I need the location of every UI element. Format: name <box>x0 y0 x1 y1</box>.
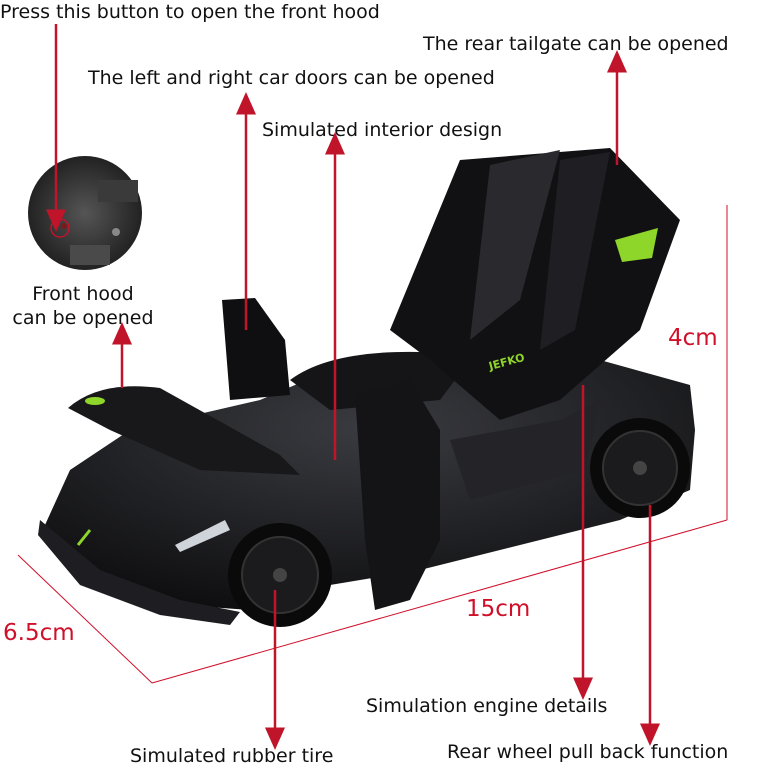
dimension-width: 6.5cm <box>3 620 75 646</box>
label-front-hood-line2: can be opened <box>12 307 154 329</box>
annotation-arrows <box>46 24 660 750</box>
label-interior: Simulated interior design <box>262 119 503 141</box>
dimension-height: 4cm <box>668 325 718 351</box>
label-doors: The left and right car doors can be open… <box>88 67 495 89</box>
label-engine: Simulation engine details <box>366 695 608 717</box>
label-pull-back: Rear wheel pull back function <box>447 741 729 763</box>
label-front-hood-line1: Front hood <box>32 283 134 305</box>
rear-badge: 251 <box>632 249 653 260</box>
label-tire: Simulated rubber tire <box>130 745 334 767</box>
hood-button-detail <box>28 156 142 270</box>
rear-wheel <box>590 418 690 518</box>
label-front-hood: Front hood can be opened <box>0 282 166 330</box>
car-model: 251 JEFKO <box>38 148 695 627</box>
label-press-button: Press this button to open the front hood <box>0 1 380 23</box>
dimension-lines <box>17 205 728 684</box>
label-rear-tailgate: The rear tailgate can be opened <box>423 33 729 55</box>
front-wheel <box>228 523 332 627</box>
dimension-length: 15cm <box>466 596 531 622</box>
